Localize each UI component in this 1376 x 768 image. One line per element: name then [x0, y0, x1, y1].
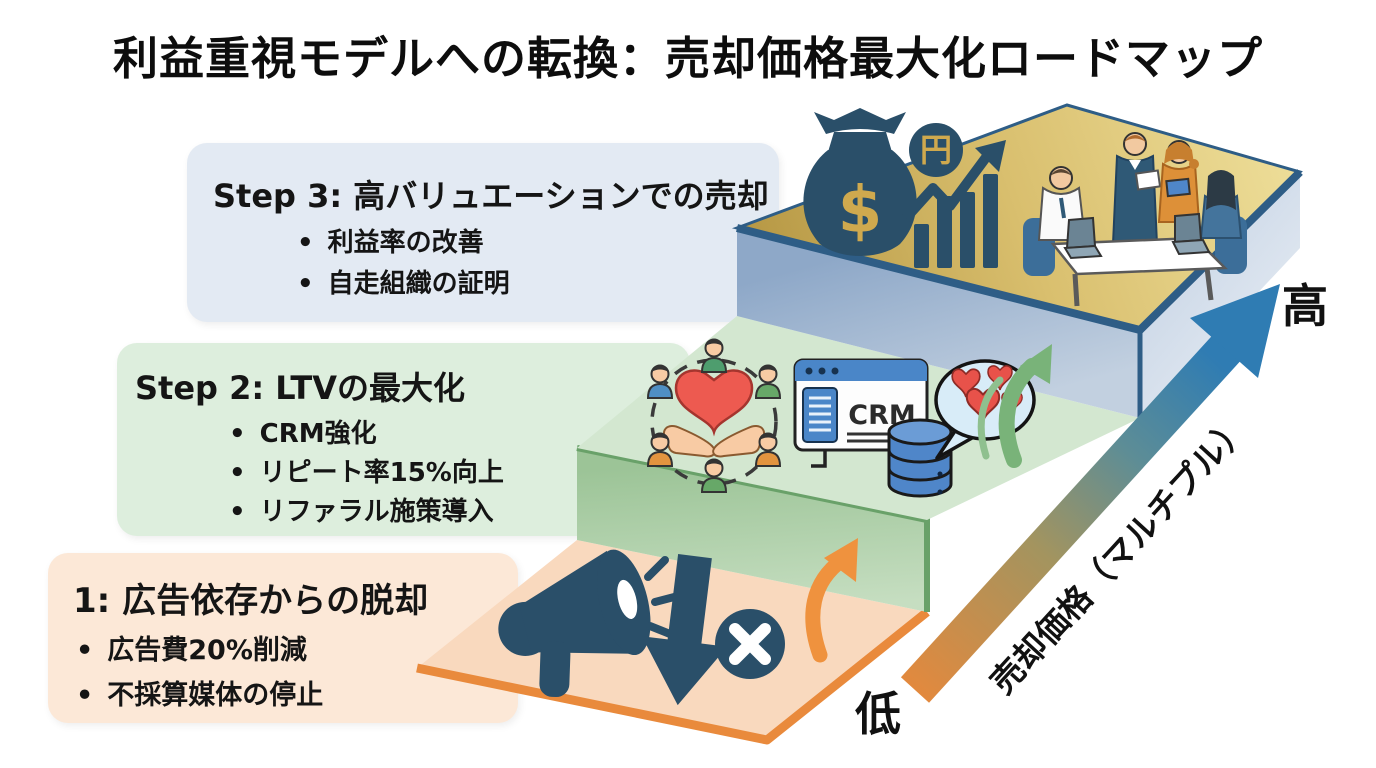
- chair-left: [1023, 218, 1055, 276]
- bullet-item: • リファラル施策導入: [229, 493, 690, 532]
- crm-window-icon: CRM: [793, 358, 929, 468]
- bullet-marker: •: [297, 269, 314, 299]
- bullet-item: • 自走組織の証明: [297, 264, 779, 305]
- bullet-text: リファラル施策導入: [259, 497, 494, 527]
- chair-right: [1215, 216, 1247, 274]
- step-2-to-3-arrow: [977, 344, 1052, 468]
- bullet-text: リピート率15%向上: [259, 458, 504, 488]
- yen-symbol: 円: [920, 131, 952, 169]
- bullet-text: 利益率の改善: [327, 228, 484, 258]
- meeting-table: [1050, 236, 1228, 276]
- hand-icon: [712, 425, 766, 458]
- person-sitting-left: [1037, 166, 1087, 241]
- bullet-text: 広告費20%削減: [107, 635, 307, 666]
- person-sitting-right: [1199, 170, 1243, 239]
- cost-down-arrow-icon: [641, 554, 785, 706]
- yen-coin-icon: 円: [909, 123, 963, 177]
- step-3-side-face: [1140, 172, 1300, 418]
- axis-label: 売却価格（マルチプル）: [983, 407, 1257, 701]
- step-1-bullets: • 広告費20%削減 • 不採算媒体の停止: [76, 628, 518, 718]
- bullet-item: • 広告費20%削減: [76, 628, 518, 673]
- axis-low-label: 低: [855, 687, 901, 741]
- step-1-box: 1: 広告依存からの脱却 • 広告費20%削減 • 不採算媒体の停止: [48, 553, 518, 723]
- loyalty-speech-bubble-icon: [934, 359, 1036, 460]
- person-standing-center: [1111, 132, 1162, 245]
- bullet-text: 不採算媒体の停止: [107, 680, 324, 711]
- bullet-marker: •: [76, 680, 94, 711]
- bullet-marker: •: [229, 419, 246, 449]
- bullet-item: • CRM強化: [229, 415, 690, 454]
- bullet-item: • リピート率15%向上: [229, 454, 690, 493]
- axis-arrow-shaft: [900, 329, 1247, 703]
- axis-arrow-head: [1190, 284, 1280, 378]
- bullet-marker: •: [229, 458, 246, 488]
- database-icon: [887, 418, 953, 498]
- step-2-box: Step 2: LTVの最大化 • CRM強化 • リピート率15%向上 • リファラ…: [117, 343, 690, 536]
- step-3-front-edge: [736, 169, 1303, 334]
- step-3-bullets: • 利益率の改善 • 自走組織の証明: [297, 223, 779, 305]
- laptop-icon: [1171, 212, 1211, 256]
- page-title: 利益重視モデルへの転換：売却価格最大化ロードマップ: [112, 32, 1263, 85]
- growth-bar-chart-icon: [902, 140, 1006, 268]
- step-2-title: Step 2: LTVの最大化: [135, 369, 465, 407]
- business-meeting-illustration: [1023, 132, 1247, 307]
- person-standing-woman: [1157, 140, 1201, 223]
- axis-high-label: 高: [1282, 279, 1328, 333]
- dollar-symbol: $: [838, 174, 883, 248]
- bullet-item: • 不採算媒体の停止: [76, 673, 518, 718]
- step-3-riser-face: [737, 228, 1140, 418]
- step-2-bullets: • CRM強化 • リピート率15%向上 • リファラル施策導入: [229, 415, 690, 532]
- laptop-icon: [1063, 216, 1103, 260]
- bullet-marker: •: [297, 228, 314, 258]
- bullet-text: 自走組織の証明: [327, 269, 510, 299]
- bullet-marker: •: [76, 635, 94, 666]
- step-1-title: 1: 広告依存からの脱却: [73, 581, 429, 621]
- step-3-box: Step 3: 高バリュエーションでの売却 • 利益率の改善 • 自走組織の証明: [187, 143, 779, 322]
- crm-label: CRM: [848, 400, 915, 431]
- sale-price-axis: 売却価格（マルチプル） 高 低: [855, 279, 1328, 741]
- step-3-platform-face: [731, 103, 1303, 332]
- step-3-title: Step 3: 高バリュエーションでの売却: [213, 177, 769, 215]
- bullet-marker: •: [229, 497, 246, 527]
- bullet-text: CRM強化: [259, 419, 377, 449]
- stop-x-badge-icon: [715, 609, 785, 679]
- money-bag-icon: $: [803, 108, 917, 256]
- step-1-to-2-arrow: [805, 538, 858, 663]
- bullet-item: • 利益率の改善: [297, 223, 779, 264]
